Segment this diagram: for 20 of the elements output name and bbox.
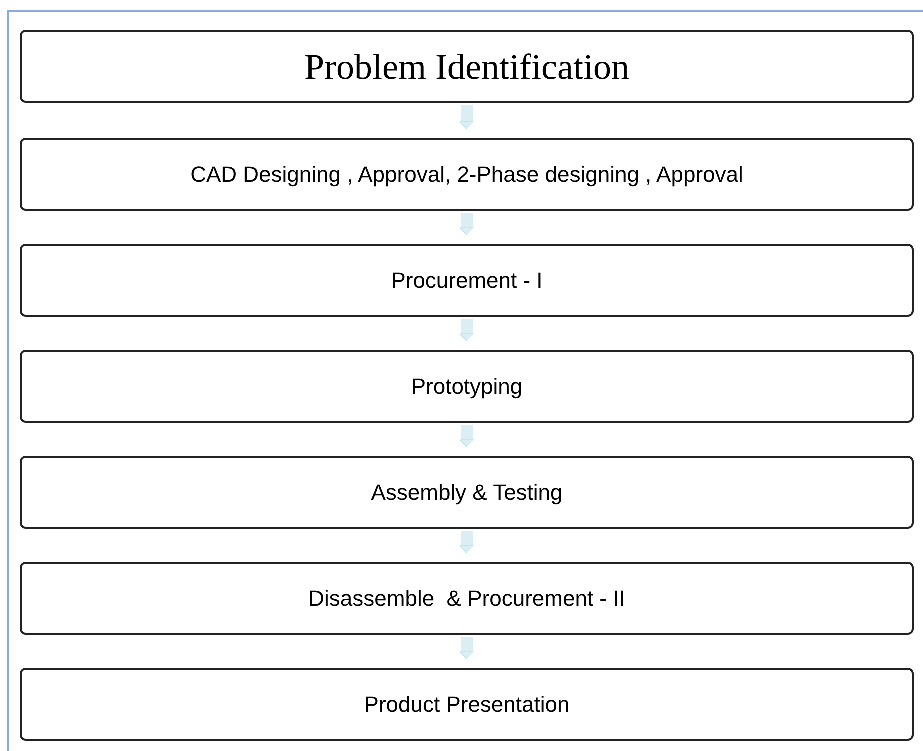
process-box [20,562,914,635]
step-label: Assembly & Testing [371,479,563,507]
step-label: Disassemble & Procurement - II [308,585,626,613]
block-arrow [460,637,474,660]
step-label: Product Presentation [364,691,570,719]
step-label: Problem Identification [304,46,630,88]
block-arrow [460,425,474,448]
process-box [20,244,914,317]
step-label: CAD Designing , Approval, 2-Phase designing , Approval [190,161,744,189]
block-arrow [460,105,474,130]
process-box [20,456,914,529]
process-box [20,30,914,103]
step-label: Prototyping [411,373,523,401]
process-box [20,350,914,423]
block-arrow [460,319,474,342]
step-label: Procurement - I [391,267,543,295]
block-arrow [460,213,474,236]
block-arrow [460,531,474,554]
process-box [20,138,914,211]
process-box [20,668,914,741]
